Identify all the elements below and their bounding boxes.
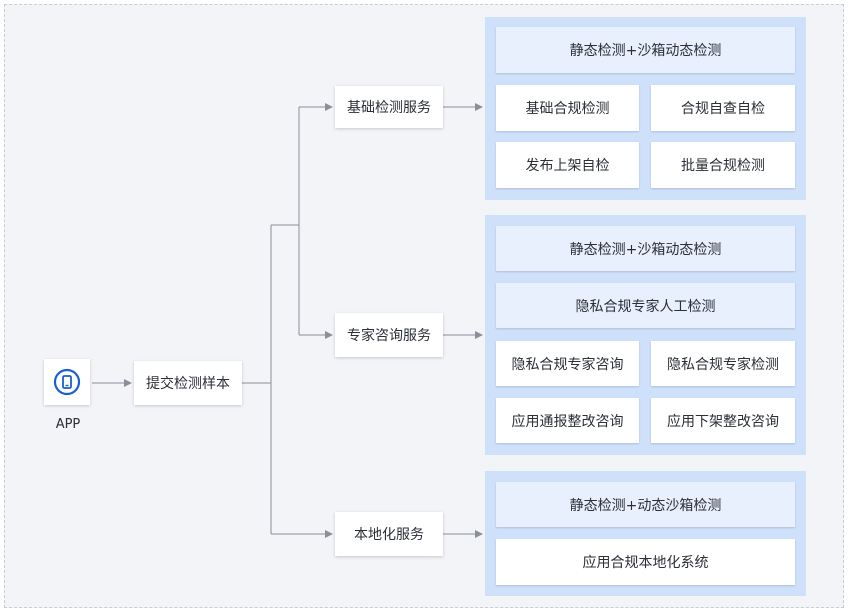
expert-service-node[interactable]: 专家咨询服务: [335, 313, 443, 357]
submit-sample-node[interactable]: 提交检测样本: [134, 361, 242, 405]
basic-item[interactable]: 基础合规检测: [496, 85, 639, 131]
basic-service-node[interactable]: 基础检测服务: [335, 86, 443, 128]
basic-item[interactable]: 批量合规检测: [651, 142, 795, 188]
expert-item[interactable]: 隐私合规专家检测: [651, 341, 795, 386]
mobile-phone-icon: [53, 368, 81, 396]
expert-item[interactable]: 应用下架整改咨询: [651, 398, 795, 443]
expert-panel-header: 静态检测+沙箱动态检测: [496, 226, 795, 271]
local-item[interactable]: 应用合规本地化系统: [496, 539, 795, 585]
app-node[interactable]: [44, 359, 90, 405]
expert-item[interactable]: 应用通报整改咨询: [496, 398, 639, 443]
local-panel-header: 静态检测+动态沙箱检测: [496, 482, 795, 527]
local-service-node[interactable]: 本地化服务: [335, 512, 443, 556]
expert-item[interactable]: 隐私合规专家咨询: [496, 341, 639, 386]
basic-panel-header: 静态检测+沙箱动态检测: [496, 27, 795, 73]
expert-panel-subheader: 隐私合规专家人工检测: [496, 283, 795, 328]
basic-item[interactable]: 发布上架自检: [496, 142, 639, 188]
basic-item[interactable]: 合规自查自检: [651, 85, 795, 131]
app-label: APP: [55, 417, 81, 432]
